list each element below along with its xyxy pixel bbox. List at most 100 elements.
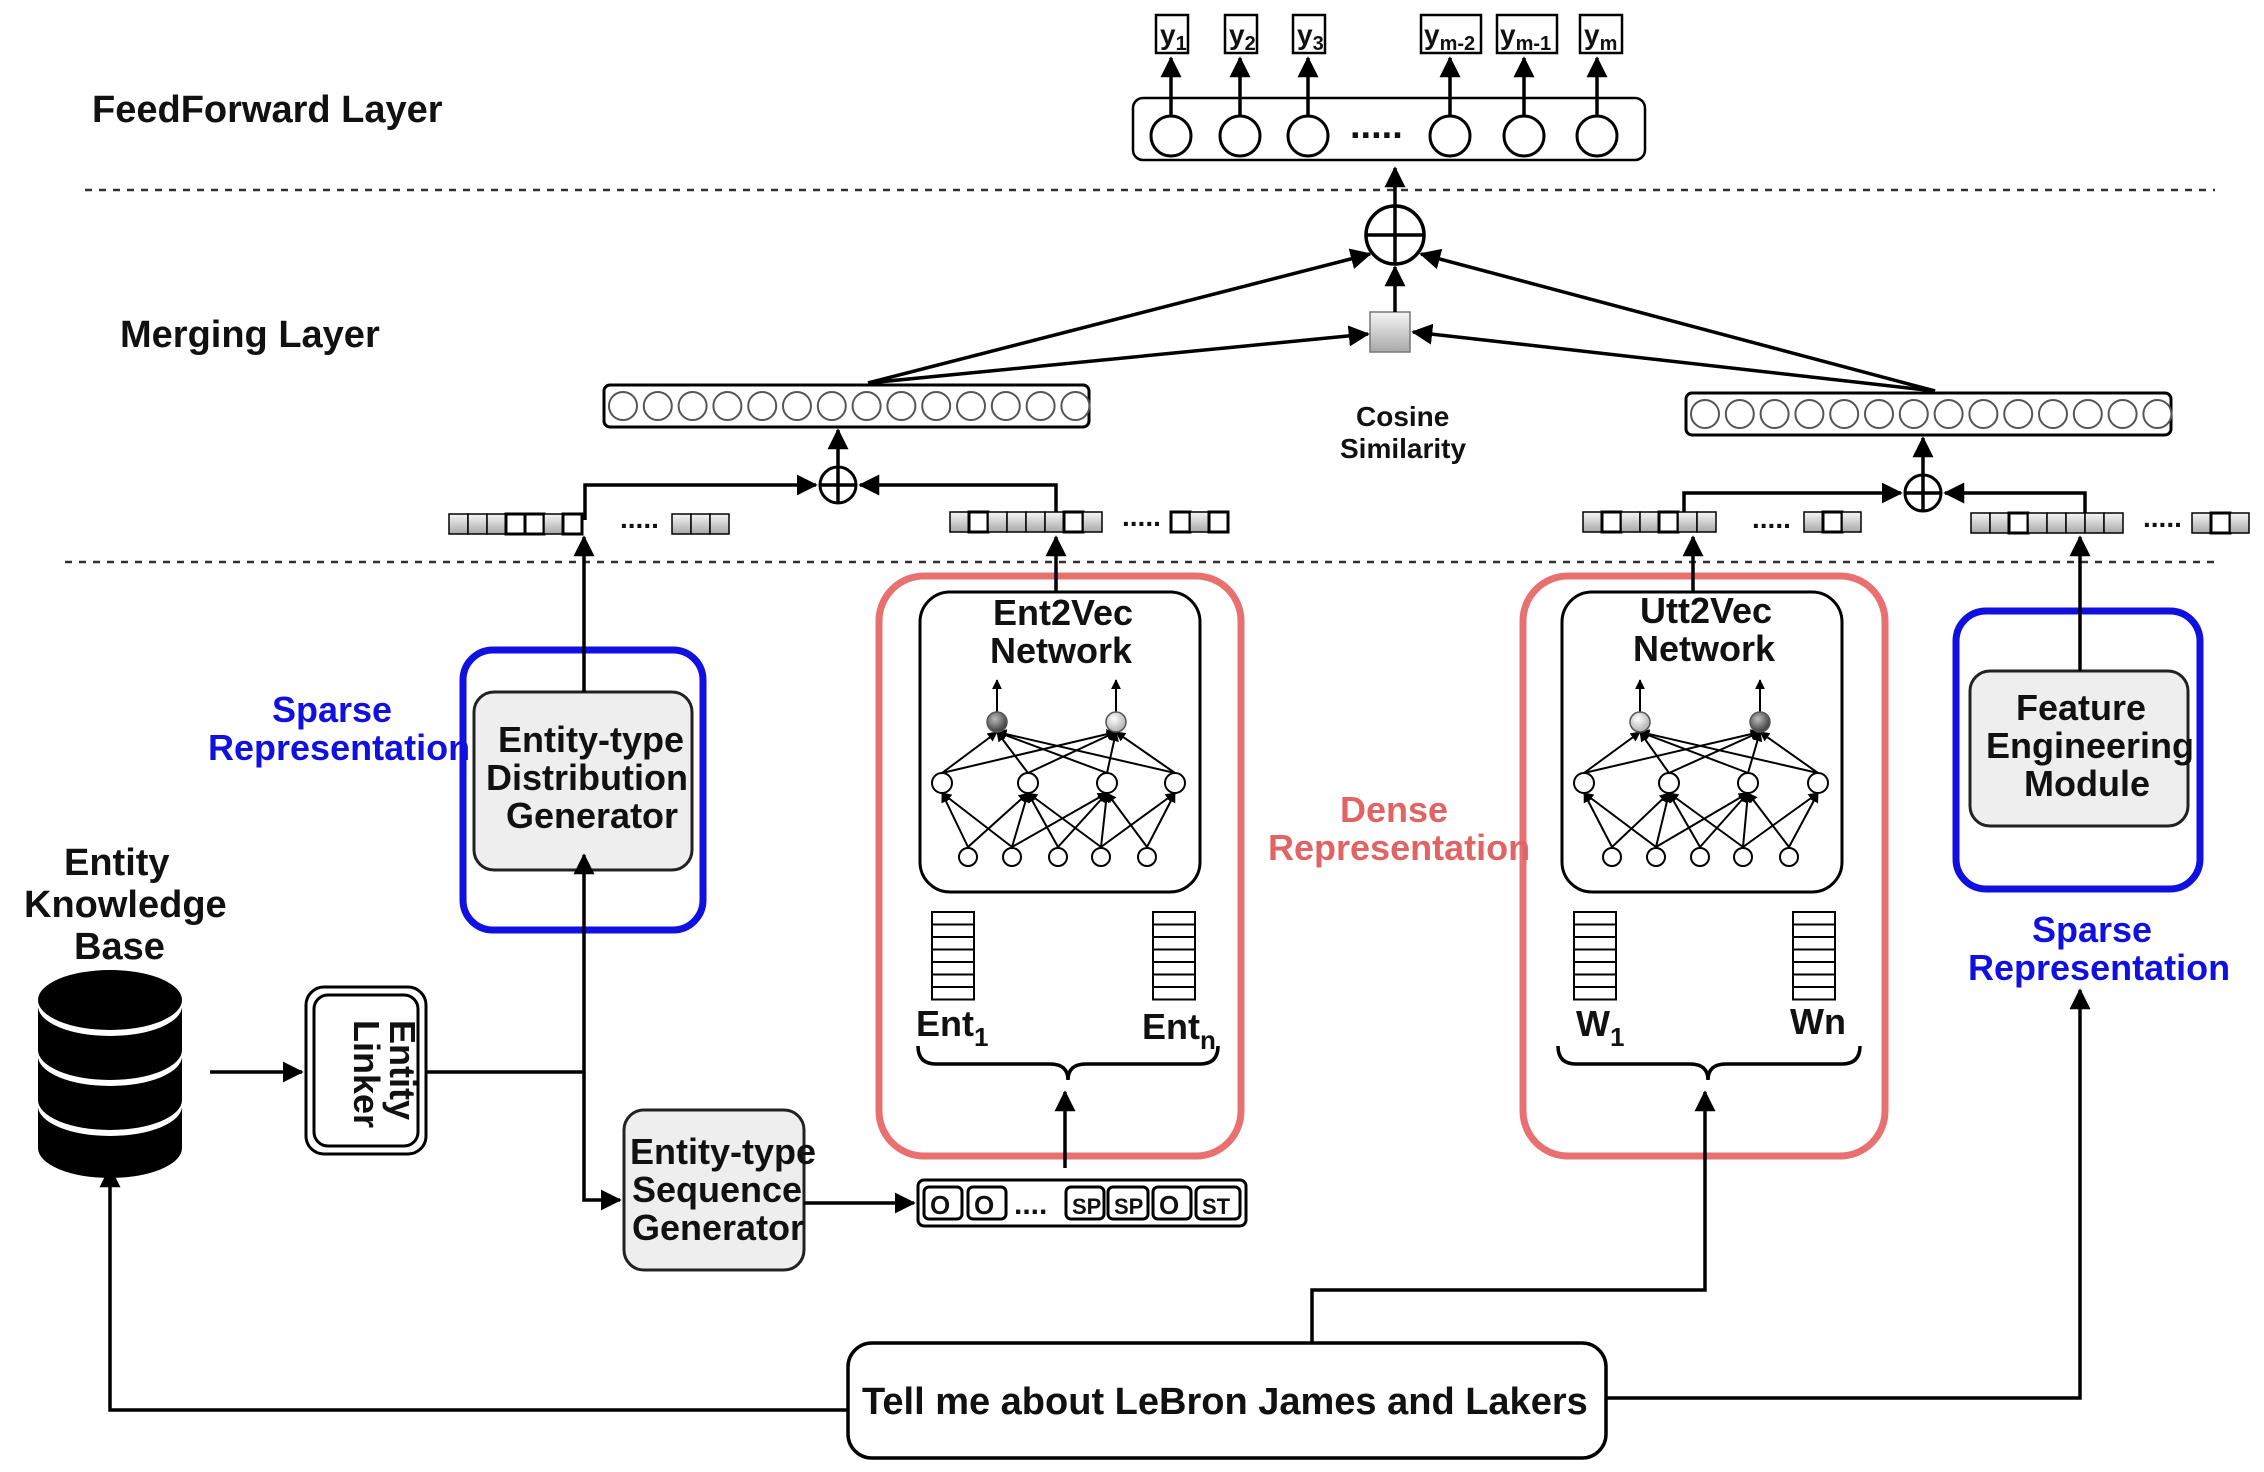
vector-unit [1898,399,1929,429]
vector-unit [2142,399,2173,429]
embedding-cell [1792,986,1836,1001]
utt2vec-title-1: Utt2Vec [1640,590,1772,631]
word-brace [1556,1045,1862,1081]
network-edge [996,730,1108,774]
vector-unit [1060,391,1091,421]
vector-cell [1696,511,1717,533]
network-hidden-node [1164,772,1186,794]
embedding-cell [931,961,975,976]
sparse-frame-right [1952,607,2204,893]
dense-label-1: Dense [1340,789,1448,830]
network-hidden-node [1737,772,1759,794]
sequence-token: O [930,1190,950,1220]
vector-unit [816,391,847,421]
vector-cell [2103,512,2124,534]
vector-cell [467,513,488,535]
network-input-node [958,847,978,867]
utt2vec-title-2: Network [1633,628,1776,669]
network-edge [1100,792,1176,848]
vector-unit [1025,391,1056,421]
database-icon [38,970,182,1178]
network-edge [1699,792,1749,848]
network-hidden-node [1017,772,1039,794]
vector-unit [956,391,986,421]
sequence-token-box [1064,1185,1106,1221]
sequence-token-box [1151,1185,1193,1221]
left-merged-vector [602,383,1091,429]
ent2vec-title-1: Ent2Vec [993,592,1133,633]
embedding-cell [1152,911,1196,926]
vector-unit [2003,399,2034,429]
output-ym2: ym-2 [1419,13,1483,55]
network-input-node [1690,847,1710,867]
utterance-box [846,1341,1608,1460]
network-edge [1057,792,1108,848]
vector-unit [1724,399,1755,429]
network-edge [1639,729,1819,774]
network-hidden-node [931,772,953,794]
kb-label-1: Entity [64,842,170,884]
output-ym: ym [1578,13,1624,55]
network-edge [967,792,1029,848]
sequence-token-box [966,1185,1008,1221]
network-output-node [1749,711,1771,733]
feature-line3: Module [2024,763,2150,804]
embedding-cell [1152,961,1196,976]
vector-cell [1207,510,1230,534]
vector-unit [1794,399,1825,429]
svg-text:y1: y1 [1160,19,1187,55]
vector-unit [1690,399,1720,429]
network-input-node [1002,847,1022,867]
feedforward-block: ..... [1131,56,1647,162]
vector-cell [1044,511,1065,533]
vector-cell [523,512,546,536]
vector-cell [690,513,711,535]
embedding-cell [931,948,975,963]
output-y3: y3 [1291,13,1327,55]
network-edge [1742,792,1819,848]
vector-unit [2107,399,2138,429]
vector-cell [2191,512,2212,534]
svg-text:ym-1: ym-1 [1500,19,1551,55]
network-hidden-node [1658,772,1680,794]
sparse-label-left-1: Sparse [272,689,392,730]
network-edge [1115,731,1176,774]
vector-unit [2038,399,2068,429]
network-edge [1742,792,1753,848]
network-edge [1759,731,1819,774]
embedding-cell [1573,936,1617,951]
vec-dots-1: ..... [620,503,659,534]
network-input-node [1779,847,1799,867]
vector-cell [2065,512,2086,534]
dense-utterance-vector [1582,510,1862,534]
vector-cell [1821,510,1844,534]
vector-unit [677,391,708,421]
vector-cell [504,512,527,536]
cosine-label-2: Similarity [1340,433,1466,464]
entity-linker-line2: Linker [346,1020,387,1128]
sequence-token: .... [1014,1188,1047,1221]
seq-gen-line3: Generator [632,1207,804,1248]
vector-cell [1025,511,1046,533]
vector-cell [1841,511,1862,533]
vector-cell [987,511,1008,533]
vector-cell [1620,511,1641,533]
dist-gen-line3: Generator [506,795,678,836]
svg-text:ym-2: ym-2 [1424,19,1475,55]
entity-linker-box: Entity Linker [304,985,428,1156]
vector-cell [967,510,990,534]
sparse-feature-vector [1970,511,2250,535]
vector-unit [712,391,743,421]
network-edge [1027,731,1117,774]
vector-cell [2046,512,2067,534]
embedding-cell [931,911,975,926]
embedding-cell [1573,961,1617,976]
utterance-text: Tell me about LeBron James and Lakers [862,1381,1588,1423]
vector-unit [886,391,917,421]
network-edge [1011,792,1031,848]
network-edge [1583,731,1641,774]
network-input-node [1048,847,1068,867]
feedforward-layer-label: FeedForward Layer [92,89,443,131]
sequence-token: SP [1072,1194,1101,1219]
utt2vec-network: Utt2Vec Network [1560,590,1844,894]
